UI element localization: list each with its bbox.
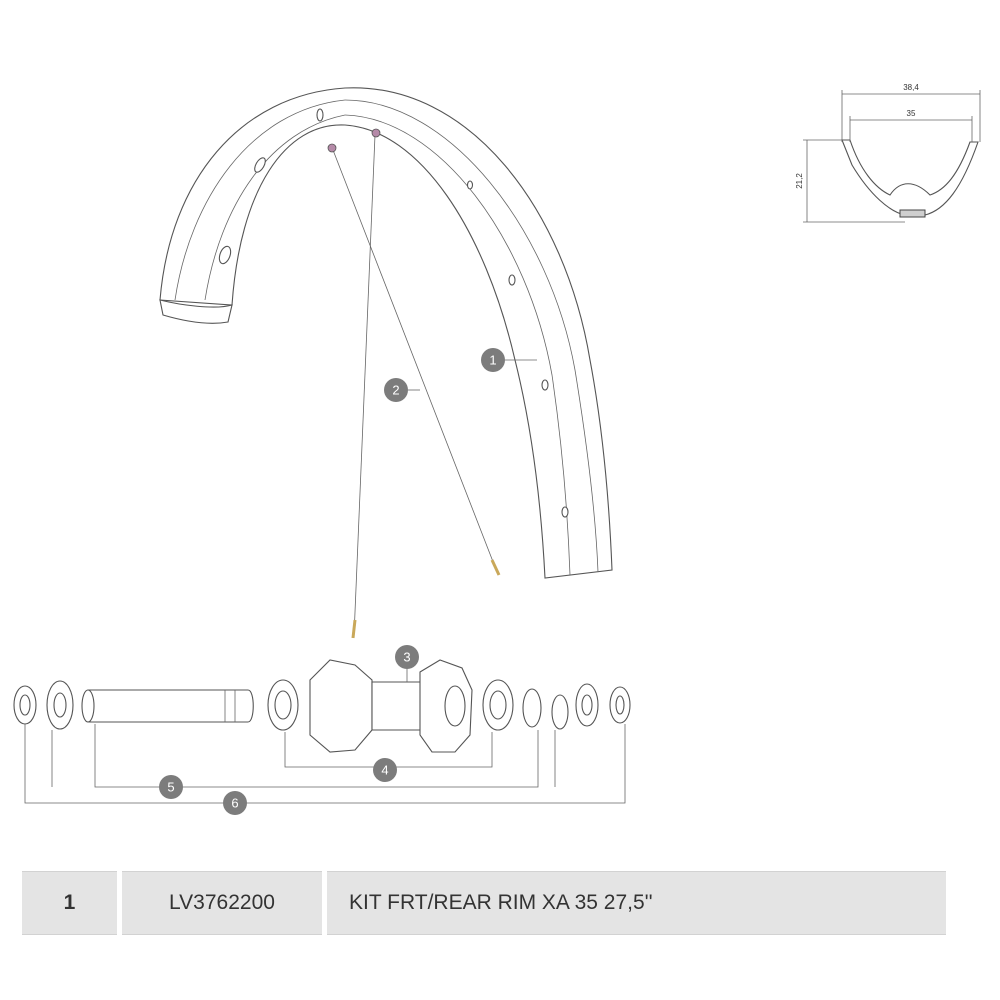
callout-6: 6 xyxy=(223,791,247,815)
callout-4: 4 xyxy=(373,758,397,782)
callout-3: 3 xyxy=(395,645,419,669)
parts-table-row: 1 LV3762200 KIT FRT/REAR RIM XA 35 27,5'… xyxy=(22,871,946,935)
profile-dimensions: 38,4 35 21,2 xyxy=(795,83,981,223)
callout-5: 5 xyxy=(159,775,183,799)
spokes xyxy=(327,128,501,639)
callout-3-label: 3 xyxy=(403,650,410,665)
leader-lines xyxy=(24,359,626,804)
part-reference: LV3762200 xyxy=(122,871,322,935)
profile-inner-width: 35 xyxy=(907,109,916,118)
callout-1: 1 xyxy=(481,348,505,372)
profile-outer-width: 38,4 xyxy=(903,83,919,92)
callout-2-label: 2 xyxy=(392,383,399,398)
callout-2: 2 xyxy=(384,378,408,402)
profile-height: 21,2 xyxy=(795,173,804,189)
rim xyxy=(159,87,613,579)
callout-1-label: 1 xyxy=(489,353,496,368)
rim-profile xyxy=(841,139,979,218)
part-description: KIT FRT/REAR RIM XA 35 27,5'' xyxy=(327,871,946,935)
callout-4-label: 4 xyxy=(381,763,388,778)
exploded-wheel-diagram: 38,4 35 21,2 xyxy=(13,83,981,815)
callout-5-label: 5 xyxy=(167,780,174,795)
hub-parts xyxy=(13,659,631,753)
item-number: 1 xyxy=(22,871,117,935)
callout-6-label: 6 xyxy=(231,796,238,811)
